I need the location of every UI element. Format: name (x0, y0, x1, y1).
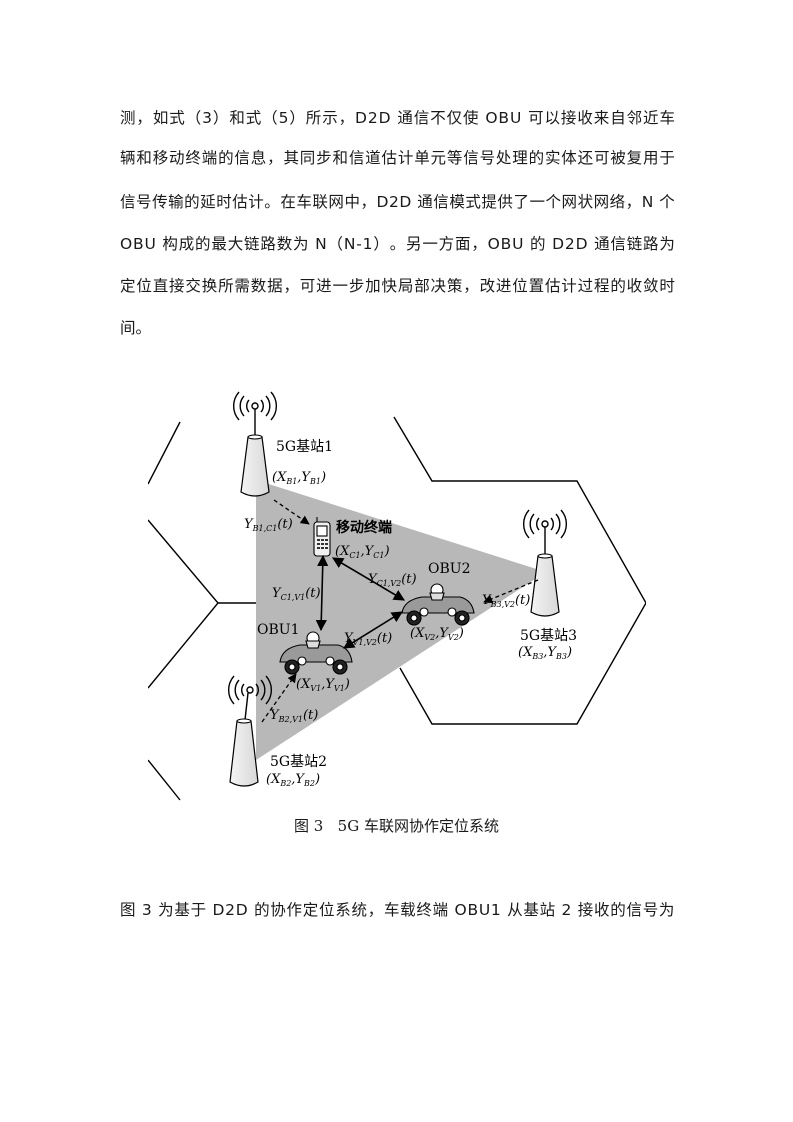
figure-caption: 图 3 5G 车联网协作定位系统 (294, 817, 499, 835)
mobile-terminal-icon (313, 517, 331, 557)
link-bs1-mobile (273, 499, 310, 525)
link-obu1-obu2 (343, 611, 403, 649)
base-station-2 (228, 675, 272, 787)
bs2-label: 5G基站2 (270, 753, 327, 770)
signal-mobile-obu1: YC1,V1(t) (272, 586, 321, 602)
link-mobile-obu2 (332, 557, 405, 601)
base-station-3 (523, 509, 567, 617)
obu2-car-icon (401, 583, 475, 626)
link-bs2-obu1 (261, 673, 297, 723)
antenna-signal-icon (233, 391, 277, 437)
antenna-signal-icon (228, 675, 272, 721)
cooperative-positioning-diagram: 5G基站1 5G基站2 5G基站3 移动终端 OBU1 OBU2 (XB1,YB… (148, 388, 646, 801)
obu1-car-icon (279, 631, 353, 675)
paragraph-1-line-5: 定位直接交换所需数据，可进一步加快局部决策，改进位置估计过程的收敛时 (120, 277, 675, 295)
obu1-label: OBU1 (257, 622, 299, 638)
antenna-signal-icon (523, 509, 567, 556)
tower-icon (530, 555, 560, 617)
cell-boundaries (148, 416, 646, 801)
tower-icon (229, 720, 259, 787)
link-bs3-obu2 (483, 579, 539, 604)
paragraph-1-line-6: 间。 (120, 319, 152, 337)
link-mobile-obu1 (315, 554, 329, 632)
mobile-terminal-label: 移动终端 (336, 519, 392, 536)
bs3-label: 5G基站3 (520, 627, 577, 644)
paragraph-1-line-2: 辆和移动终端的信息，其同步和信道估计单元等信号处理的实体还可被复用于 (120, 149, 675, 167)
base-station-1 (233, 391, 277, 497)
tower-icon (240, 436, 270, 497)
bs1-label: 5G基站1 (276, 438, 333, 455)
obu2-label: OBU2 (428, 561, 470, 577)
obu2-coords: (XV2,YV2) (410, 626, 464, 642)
